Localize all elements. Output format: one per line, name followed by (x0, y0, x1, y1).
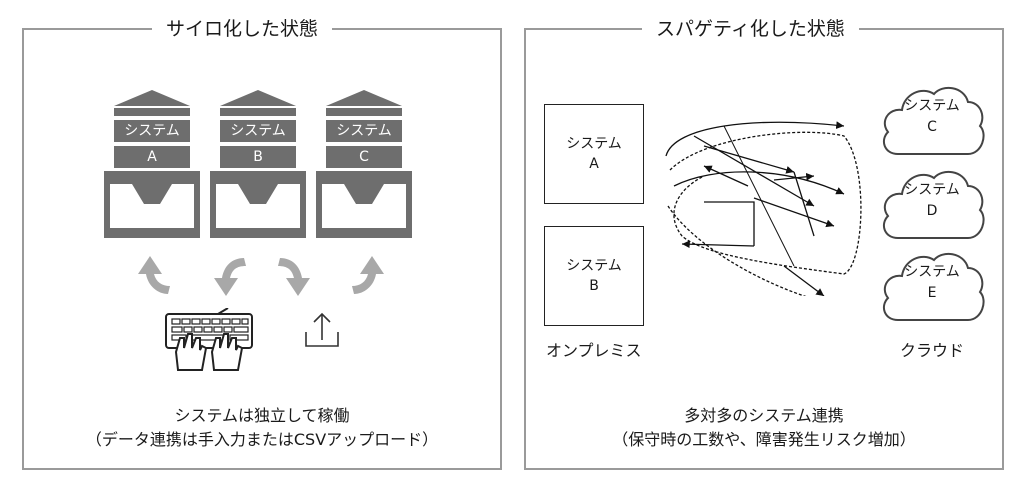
silo-a-label-2: A (147, 149, 157, 165)
curved-arrow-down-icon (214, 258, 246, 296)
silo-panel: サイロ化した状態 システム A システム B (22, 15, 502, 470)
onprem-system-a: システム A (544, 104, 644, 204)
cloud-icon (882, 170, 985, 239)
silo-caption-line1: システムは独立して稼働 (174, 406, 350, 425)
cloud-system-e-text: システム E (876, 262, 988, 304)
curved-arrow-up-icon (352, 256, 384, 294)
silo-c: システム C (316, 88, 452, 238)
silo-icon (210, 90, 306, 238)
cloud-icon (882, 86, 985, 155)
onprem-system-b-label-2: B (589, 278, 599, 294)
spaghetti-connections-icon (665, 121, 862, 296)
cloud-system-d-label-2: D (926, 203, 938, 219)
silo-c-label-1: システム (336, 123, 392, 139)
cloud-system-e-label-1: システム (904, 264, 960, 280)
cloud-icon (882, 252, 985, 321)
cloud-system-e-label-2: E (927, 285, 937, 301)
spaghetti-panel-title: スパゲティ化した状態 (642, 15, 859, 43)
silo-icon (104, 90, 200, 238)
silo-caption-line2: （データ連携は手入力またはCSVアップロード） (85, 430, 439, 449)
silo-icon (316, 90, 412, 238)
cloud-system-c-label-2: C (927, 119, 937, 135)
cloud-system-d: システム D (876, 164, 988, 244)
curved-arrow-up-icon (138, 256, 170, 294)
upload-icon (305, 312, 339, 347)
silo-b: システム B (210, 88, 346, 238)
spaghetti-panel: スパゲティ化した状態 システム A システム B オンプレミス (524, 15, 1004, 470)
curved-arrow-down-icon (278, 258, 310, 296)
silo-b-label-1: システム (230, 123, 286, 139)
cloud-system-c: システム C (876, 80, 988, 160)
silo-a-label-1: システム (124, 123, 180, 139)
cloud-system-d-label-1: システム (904, 182, 960, 198)
onprem-system-a-label-1: システム (566, 136, 622, 152)
keyboard-hands-icon (165, 308, 253, 371)
spaghetti-caption-line1: 多対多のシステム連携 (684, 406, 844, 425)
spaghetti-caption-line2: （保守時の工数や、障害発生リスク増加） (612, 430, 916, 449)
onprem-label: オンプレミス (546, 341, 642, 360)
onprem-system-b: システム B (544, 226, 644, 326)
silo-b-label-2: B (253, 149, 263, 165)
silo-a: システム A (104, 88, 240, 238)
onprem-system-a-label-2: A (589, 156, 599, 172)
silo-c-label-2: C (359, 149, 369, 165)
cloud-system-e: システム E (876, 246, 988, 326)
cloud-system-c-label-1: システム (904, 98, 960, 114)
cloud-system-d-text: システム D (876, 180, 988, 222)
onprem-system-b-label-1: システム (566, 258, 622, 274)
cloud-system-c-text: システム C (876, 96, 988, 138)
silo-panel-title: サイロ化した状態 (152, 15, 333, 43)
cloud-label: クラウド (900, 341, 965, 360)
